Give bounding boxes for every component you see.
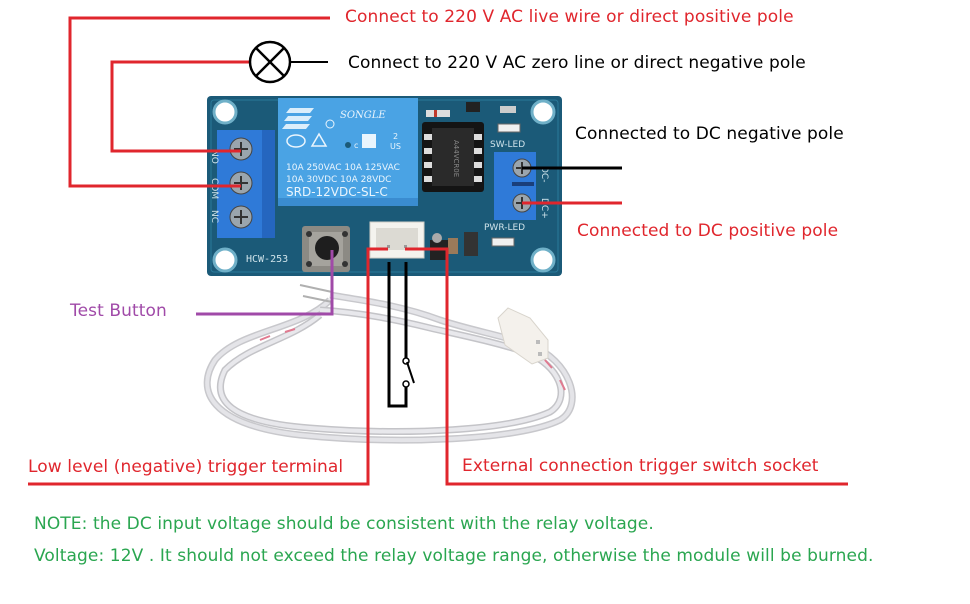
songle-logo-icon [282, 108, 314, 129]
relay-terminal-block [217, 130, 275, 238]
terminal-label-dc-neg: DC- [539, 166, 549, 182]
cqc-cert-icon [286, 134, 306, 148]
cert-ul-num: 2 [393, 132, 398, 141]
cert-c: c [354, 141, 358, 150]
smd-capacitor [464, 232, 478, 256]
trigger-switch-socket[interactable] [369, 221, 425, 259]
mounting-hole [530, 99, 556, 125]
label-dc-negative: Connected to DC negative pole [575, 124, 844, 144]
triangle-cert-icon [310, 132, 328, 147]
pwr-led [491, 237, 515, 247]
label-dc-positive: Connected to DC positive pole [577, 221, 839, 241]
diode [426, 110, 450, 117]
note-line-2: Voltage: 12V . It should not exceed the … [34, 546, 874, 566]
pwr-led-label: PWR-LED [484, 223, 525, 233]
sw-led [497, 123, 521, 133]
ul-cert-icon [362, 134, 376, 148]
terminal-label-com: COM [209, 178, 219, 199]
dc-terminal-block [494, 152, 536, 220]
test-button-leader [196, 250, 334, 316]
low-level-trigger-leader [28, 247, 388, 486]
relay-model: SRD-12VDC-SL-C [286, 185, 388, 199]
terminal-label-nc: NC [209, 210, 219, 223]
terminal-label-no: NO [209, 150, 219, 164]
note-line-1: NOTE: the DC input voltage should be con… [34, 514, 654, 534]
lamp-wire-line [110, 60, 249, 153]
external-socket-leader [405, 247, 848, 486]
wire-tip [299, 284, 333, 293]
smd-component [448, 238, 458, 254]
trigger-cable [203, 284, 576, 444]
label-test-button: Test Button [70, 301, 167, 321]
resistor [500, 106, 516, 113]
lamp-icon [248, 40, 292, 84]
label-zero-line: Connect to 220 V AC zero line or direct … [348, 53, 806, 73]
mounting-hole [212, 99, 238, 125]
cert-us: US [390, 142, 401, 151]
mounting-hole [530, 247, 556, 273]
test-button[interactable] [302, 226, 350, 272]
relay-component: SONGLE c 2 US 10A 250VAC 10A 125VAC 10A … [278, 98, 418, 206]
transistor [466, 102, 480, 112]
external-switch-icon [387, 262, 415, 408]
terminal-label-dc-pos: DC+ [539, 198, 549, 219]
sw-led-label: SW-LED [490, 140, 525, 150]
wire-stripe [259, 328, 566, 391]
label-low-level-trigger: Low level (negative) trigger terminal [28, 457, 344, 477]
relay-rating-2: 10A 30VDC 10A 28VDC [286, 175, 391, 185]
mounting-hole [212, 247, 238, 273]
live-wire-line [68, 16, 330, 188]
ic-marking: A44VCR0E [452, 140, 460, 177]
relay-pcb-board: NO COM NC SONGLE c 2 US 10A 250VAC 10A 1… [207, 96, 562, 276]
relay-rating-1: 10A 250VAC 10A 125VAC [286, 163, 400, 173]
ic-chip: A44VCR0E [422, 122, 484, 192]
label-external-socket: External connection trigger switch socke… [462, 456, 819, 476]
registered-icon [325, 119, 335, 129]
wire-tip [302, 295, 333, 303]
board-model: HCW-253 [246, 254, 288, 265]
label-live-wire: Connect to 220 V AC live wire or direct … [345, 7, 794, 27]
relay-brand: SONGLE [340, 110, 386, 121]
cable-connector-plug [497, 307, 549, 365]
